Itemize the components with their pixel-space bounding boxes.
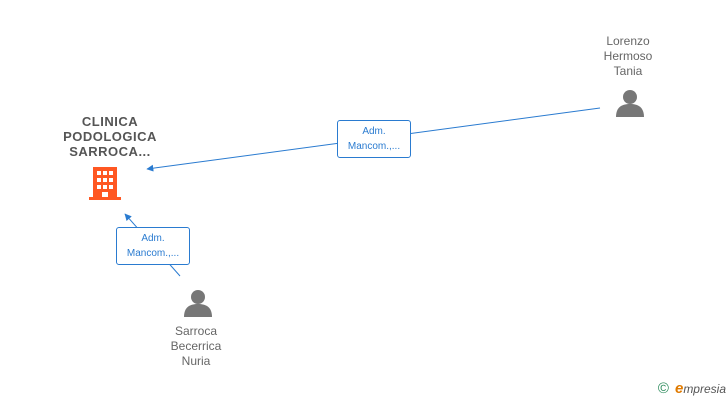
company-name[interactable]: CLINICA PODOLOGICA SARROCA...: [63, 114, 157, 159]
brand-logo[interactable]: empresia: [674, 380, 726, 397]
person-name-lorenzo[interactable]: Lorenzo Hermoso Tania: [603, 34, 653, 78]
building-icon[interactable]: [88, 165, 122, 201]
footer-brand: © empresia: [658, 380, 726, 397]
person-icon[interactable]: [614, 88, 646, 118]
person-name-nuria[interactable]: Sarroca Becerrica Nuria: [170, 324, 222, 368]
edge-label-lorenzo[interactable]: Adm. Mancom.,...: [337, 120, 411, 158]
edge-label-nuria[interactable]: Adm. Mancom.,...: [116, 227, 190, 265]
copyright-icon: ©: [657, 380, 669, 397]
person-icon[interactable]: [182, 288, 214, 318]
